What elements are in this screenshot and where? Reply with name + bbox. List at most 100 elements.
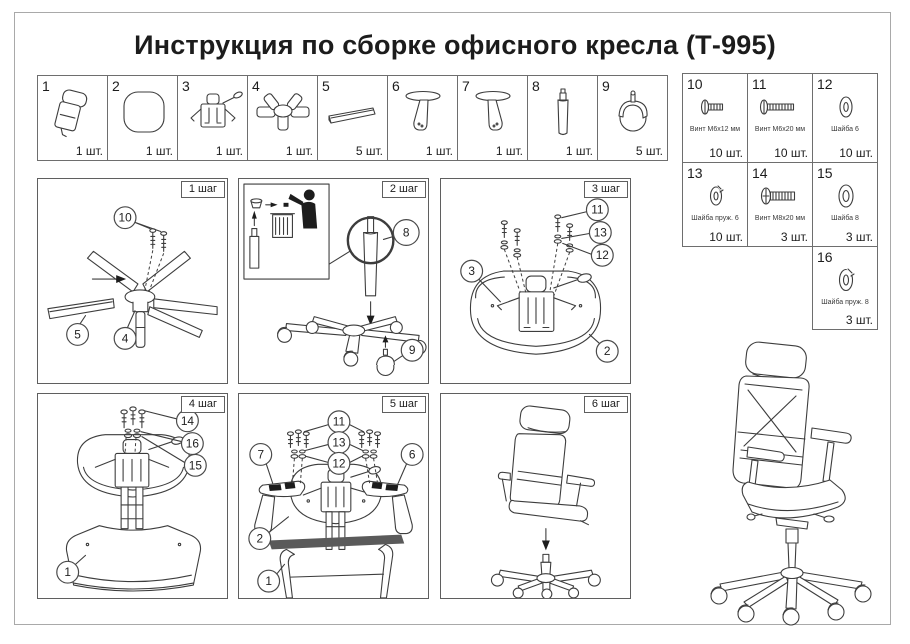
part-box-9: 9 5 шт. bbox=[597, 75, 668, 161]
assembled-chair-illustration bbox=[710, 341, 872, 626]
washer-icon bbox=[839, 96, 853, 118]
chair-back-icon bbox=[54, 89, 88, 138]
part-number: 14 bbox=[752, 165, 768, 181]
part-label: Шайба пруж. 8 bbox=[821, 299, 869, 306]
step-label: 5 шаг bbox=[381, 396, 426, 413]
callout-2: 2 bbox=[248, 516, 290, 551]
part-number: 16 bbox=[817, 249, 833, 265]
part-number: 8 bbox=[532, 78, 540, 94]
svg-text:10: 10 bbox=[118, 211, 132, 225]
screw-icon bbox=[700, 99, 724, 115]
screw-icon bbox=[759, 99, 795, 115]
callout-9: 9 bbox=[393, 338, 424, 362]
part-box-16: 16 Шайба пруж. 8 3 шт. bbox=[812, 246, 878, 330]
part-number: 6 bbox=[392, 78, 400, 94]
step-1-box: 1 шаг 10 5 4 bbox=[37, 178, 228, 384]
armrest-icon bbox=[405, 90, 441, 131]
page-title: Инструкция по сборке офисного кресла (Т-… bbox=[134, 30, 776, 60]
svg-text:11: 11 bbox=[591, 203, 604, 217]
spring-washer-icon bbox=[838, 266, 856, 292]
page-border bbox=[14, 12, 891, 625]
svg-text:16: 16 bbox=[186, 437, 200, 451]
part-number: 15 bbox=[817, 165, 833, 181]
screw-icon bbox=[760, 187, 796, 205]
part-box-6: 6 1 шт. bbox=[387, 75, 458, 161]
step-6-diagram bbox=[490, 405, 601, 598]
svg-text:9: 9 bbox=[409, 343, 416, 357]
part-box-5: 5 5 шт. bbox=[317, 75, 388, 161]
part-qty: 5 шт. bbox=[355, 144, 383, 158]
parts-list: 1 1 шт. 2 1 шт. 3 1 шт. 4 bbox=[37, 75, 668, 161]
svg-text:4: 4 bbox=[122, 331, 129, 345]
part-box-2: 2 1 шт. bbox=[107, 75, 178, 161]
part-qty: 1 шт. bbox=[495, 144, 523, 158]
step-3-box: 3 шаг 11 bbox=[440, 178, 631, 384]
part-number: 10 bbox=[687, 76, 703, 92]
step-3-diagram: 11 13 12 3 2 bbox=[460, 198, 619, 363]
callout-14: 14 bbox=[144, 409, 199, 433]
step-4-box: 4 шаг 14 bbox=[37, 393, 228, 599]
part-box-1: 1 1 шт. bbox=[37, 75, 108, 161]
part-number: 5 bbox=[322, 78, 330, 94]
gas-lift-icon bbox=[557, 88, 569, 136]
callout-15: 15 bbox=[141, 436, 207, 477]
svg-text:2: 2 bbox=[256, 532, 263, 546]
step-label: 4 шаг bbox=[180, 396, 225, 413]
part-number: 7 bbox=[462, 78, 470, 94]
part-box-3: 3 1 шт. bbox=[177, 75, 248, 161]
step-1-diagram: 10 5 4 bbox=[47, 206, 218, 350]
part-qty: 1 шт. bbox=[215, 144, 243, 158]
part-qty: 1 шт. bbox=[565, 144, 593, 158]
callout-7: 7 bbox=[249, 442, 274, 484]
svg-text:7: 7 bbox=[257, 447, 264, 461]
part-qty: 1 шт. bbox=[145, 144, 173, 158]
step-5-diagram: 11 13 12 7 6 2 1 bbox=[248, 410, 424, 598]
base-assembly bbox=[277, 316, 427, 367]
svg-text:11: 11 bbox=[333, 415, 346, 429]
part-label: Винт М6х12 мм bbox=[689, 126, 741, 133]
svg-text:6: 6 bbox=[409, 447, 416, 461]
svg-text:13: 13 bbox=[594, 225, 608, 239]
callout-8: 8 bbox=[382, 219, 420, 246]
base-assembly bbox=[490, 553, 601, 598]
armrest-right bbox=[361, 480, 413, 535]
part-qty: 3 шт. bbox=[845, 230, 873, 244]
mechanism-icon bbox=[190, 91, 243, 128]
step-2-diagram: 8 9 bbox=[243, 183, 427, 377]
part-number: 1 bbox=[42, 78, 50, 94]
svg-text:5: 5 bbox=[74, 327, 81, 341]
part-qty: 3 шт. bbox=[780, 230, 808, 244]
part-box-4: 4 1 шт. bbox=[247, 75, 318, 161]
caster bbox=[376, 335, 395, 377]
callout-2: 2 bbox=[588, 333, 619, 363]
part-label: Винт М8х20 мм bbox=[754, 215, 806, 222]
svg-text:8: 8 bbox=[403, 225, 410, 239]
mechanism bbox=[496, 273, 592, 333]
callout-10: 10 bbox=[113, 206, 162, 233]
part-qty: 10 шт. bbox=[709, 230, 743, 244]
chair-top bbox=[497, 405, 596, 526]
part-number: 2 bbox=[112, 78, 120, 94]
step-6-box: 6 шаг bbox=[440, 393, 631, 599]
part-qty: 10 шт. bbox=[709, 146, 743, 160]
callout-13: 13 bbox=[304, 431, 364, 455]
part-box-13: 13 Шайба пруж. 6 10 шт. bbox=[682, 162, 748, 247]
step-5-box: 5 шаг bbox=[238, 393, 429, 599]
part-qty: 10 шт. bbox=[839, 146, 873, 160]
part-box-11: 11 Винт М6х20 мм 10 шт. bbox=[747, 73, 813, 163]
step-label: 3 шаг bbox=[583, 181, 628, 198]
hub-icon bbox=[256, 93, 310, 131]
step-label: 6 шаг bbox=[583, 396, 628, 413]
part-label: Винт М6х20 мм bbox=[754, 126, 806, 133]
part-number: 4 bbox=[252, 78, 260, 94]
washer-icon bbox=[838, 184, 854, 208]
callout-12: 12 bbox=[562, 242, 614, 267]
part-number: 12 bbox=[817, 76, 833, 92]
part-box-14: 14 Винт М8х20 мм 3 шт. bbox=[747, 162, 813, 247]
part-label: Шайба 6 bbox=[831, 126, 859, 133]
callout-12: 12 bbox=[305, 451, 363, 475]
step-4-diagram: 14 16 15 1 bbox=[56, 406, 207, 592]
mechanism bbox=[94, 436, 184, 530]
svg-text:15: 15 bbox=[189, 458, 203, 472]
armrest-icon bbox=[475, 90, 511, 131]
